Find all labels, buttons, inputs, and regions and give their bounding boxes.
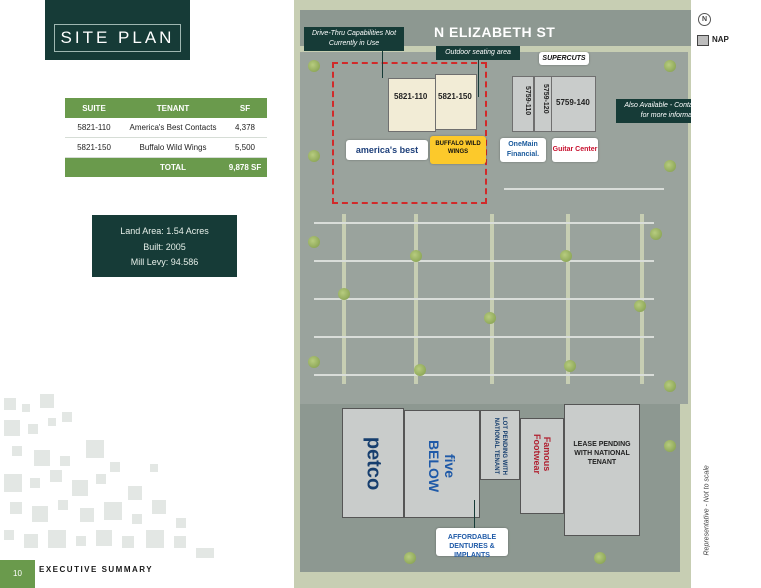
building-lot-pending: [480, 410, 520, 480]
outdoor-seating-callout: Outdoor seating area: [436, 46, 520, 60]
famous-footwear-logo: Famous Footwear: [532, 433, 552, 474]
site-plan-map: N ELIZABETH ST 5821-110 5821-150 5759-11…: [294, 0, 691, 588]
buffalo-wild-wings-logo: BUFFALO WILD WINGS: [430, 136, 486, 164]
guitar-center-logo: Guitar Center: [552, 138, 598, 162]
decorative-mosaic: [0, 390, 220, 560]
landscape-strip: [294, 0, 300, 588]
suite-table: SUITE TENANT SF 5821-110 America's Best …: [65, 98, 267, 177]
suite-label: 5821-110: [394, 92, 428, 101]
page-footer: 10 EXECUTIVE SUMMARY: [0, 560, 292, 588]
subject-property-outline: [332, 62, 487, 204]
table-total-row: TOTAL 9,878 SF: [65, 157, 267, 177]
tree-icon: [338, 288, 350, 300]
tree-icon: [308, 60, 320, 72]
table-row: 5821-110 America's Best Contacts 4,378: [65, 118, 267, 138]
row-sf: 4,378: [223, 118, 267, 138]
lot-pending-label: LOT PENDING WITH NATIONAL TENANT: [493, 417, 507, 475]
drive-thru-callout: Drive-Thru Capabilities Not Currently in…: [304, 27, 404, 51]
property-info-box: Land Area: 1.54 Acres Built: 2005 Mill L…: [92, 215, 237, 277]
tree-icon: [484, 312, 496, 324]
suite-table-header: SUITE TENANT SF: [65, 98, 267, 118]
landscape-strip: [294, 572, 691, 588]
callout-leader: [382, 50, 383, 78]
header-tenant: TENANT: [123, 98, 223, 118]
nap-swatch: [697, 35, 709, 46]
tree-icon: [634, 300, 646, 312]
total-label: TOTAL: [123, 157, 223, 177]
tree-icon: [664, 440, 676, 452]
stall-line: [314, 298, 654, 300]
onemain-logo: OneMain Financial.: [500, 138, 546, 162]
tree-icon: [664, 380, 676, 392]
americas-best-logo: america's best: [346, 140, 428, 160]
building-five-below: [404, 410, 480, 518]
row-sf: 5,500: [223, 137, 267, 158]
five-below-logo: five BELOW: [426, 439, 458, 493]
suite-label: 5759-110: [524, 86, 531, 116]
header-suite: SUITE: [65, 98, 123, 118]
building-5759-120: [534, 76, 552, 132]
mill-levy: Mill Levy: 94.586: [130, 257, 199, 267]
tree-icon: [404, 552, 416, 564]
building-5821-150: [435, 74, 477, 130]
north-arrow-icon: N: [698, 13, 711, 26]
building-5759-110: [512, 76, 534, 132]
petco-logo: petco: [362, 436, 385, 491]
title-banner: SITE PLAN: [45, 0, 190, 60]
stall-line: [314, 336, 654, 338]
tree-icon: [650, 228, 662, 240]
suite-label: 5821-150: [438, 92, 472, 101]
page-title: SITE PLAN: [60, 28, 175, 47]
row-suite: 5821-150: [65, 137, 123, 158]
building-lease-pending: [564, 404, 640, 536]
supercuts-logo: SUPERCUTS: [539, 52, 589, 65]
tree-icon: [594, 552, 606, 564]
table-row: 5821-150 Buffalo Wild Wings 5,500: [65, 137, 267, 158]
scale-disclaimer: Representative - Not to scale: [703, 465, 711, 556]
suite-label: 5759-120: [542, 84, 549, 114]
tree-icon: [414, 364, 426, 376]
stall-line: [504, 188, 664, 190]
landscape-strip: [294, 0, 691, 10]
suite-label: 5759-140: [556, 98, 590, 107]
built-year: Built: 2005: [143, 241, 186, 252]
affordable-dentures-logo: AFFORDABLE DENTURES & IMPLANTS: [436, 528, 508, 559]
tree-icon: [308, 356, 320, 368]
building-famous-footwear: [520, 418, 564, 514]
page-number: 10: [0, 560, 35, 588]
lease-pending-label: LEASE PENDING WITH NATIONAL TENANT: [573, 441, 631, 466]
tree-icon: [560, 250, 572, 262]
row-tenant: Buffalo Wild Wings: [123, 137, 223, 158]
tree-icon: [410, 250, 422, 262]
row-suite: 5821-110: [65, 118, 123, 138]
row-tenant: America's Best Contacts: [123, 118, 223, 138]
building-petco: [342, 408, 404, 518]
callout-leader: [474, 500, 475, 528]
stall-line: [314, 374, 654, 376]
header-sf: SF: [223, 98, 267, 118]
total-spacer: [65, 157, 123, 177]
tree-icon: [664, 60, 676, 72]
also-available-callout: Also Available - Contact CBRE for more i…: [616, 99, 691, 123]
stall-line: [314, 260, 654, 262]
tree-icon: [664, 160, 676, 172]
total-sf: 9,878 SF: [223, 157, 267, 177]
land-area: Land Area: 1.54 Acres: [120, 226, 209, 236]
nap-label: NAP: [712, 35, 729, 44]
callout-leader: [478, 57, 479, 97]
tree-icon: [564, 360, 576, 372]
street-name: N ELIZABETH ST: [434, 24, 556, 40]
title-frame: SITE PLAN: [54, 24, 181, 52]
stall-line: [314, 222, 654, 224]
tree-icon: [308, 236, 320, 248]
footer-label: EXECUTIVE SUMMARY: [39, 565, 154, 574]
tree-icon: [308, 150, 320, 162]
